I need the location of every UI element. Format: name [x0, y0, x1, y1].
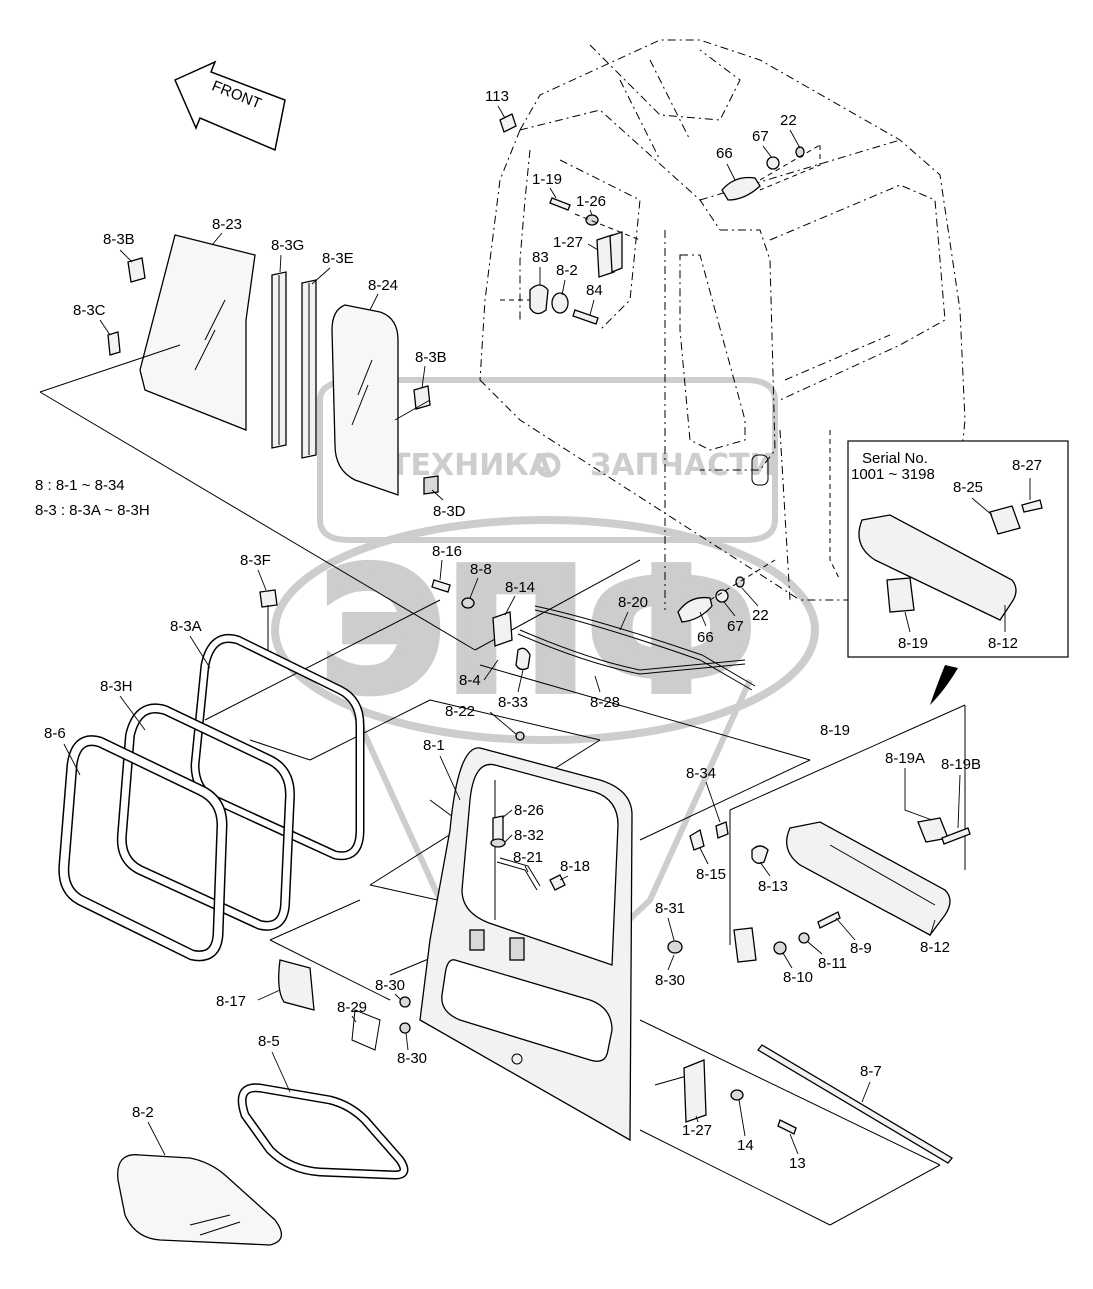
- callout-8-22: 8-22: [445, 703, 475, 720]
- assembly-lines: [39, 344, 966, 1226]
- callout-8-10: 8-10: [783, 969, 813, 986]
- callout-8-30a: 8-30: [655, 972, 685, 989]
- callout-13: 13: [789, 1155, 806, 1172]
- serial-inset: Serial No. 1001 ~ 3198 8-27 8-25 8-19 8-…: [847, 440, 1069, 705]
- gear-icon: [535, 452, 561, 478]
- callout-8-24: 8-24: [368, 277, 398, 294]
- callout-8-15: 8-15: [696, 866, 726, 883]
- callout-8-5: 8-5: [258, 1033, 280, 1050]
- callout-8-18: 8-18: [560, 858, 590, 875]
- callout-8-7: 8-7: [860, 1063, 882, 1080]
- note-line1: 8 : 8-1 ~ 8-34: [35, 477, 125, 494]
- seal-8-3g: [271, 271, 287, 449]
- callout-8-11: 8-11: [818, 955, 847, 972]
- seal-8-3a: [190, 634, 365, 861]
- inset-title-line1: Serial No.: [862, 450, 928, 467]
- callout-1-26: 1-26: [576, 193, 606, 210]
- watermark: ТЕХНИКА ЗАПЧАСТИ ЭПФ: [271, 377, 819, 1005]
- inset-callout-8-25: 8-25: [953, 479, 983, 496]
- callout-8-14: 8-14: [505, 579, 535, 596]
- callout-113: 113: [485, 88, 509, 105]
- callout-8-19b: 8-19B: [941, 756, 981, 773]
- callout-8-20: 8-20: [618, 594, 648, 611]
- callout-8-31: 8-31: [655, 900, 685, 917]
- lever-assembly: [733, 817, 971, 963]
- callout-8-3c: 8-3C: [73, 302, 106, 319]
- callout-8-3f: 8-3F: [240, 552, 271, 569]
- callout-8-33: 8-33: [498, 694, 528, 711]
- callout-8-9: 8-9: [850, 940, 872, 957]
- callout-8-17: 8-17: [216, 993, 246, 1010]
- inset-callout-8-19: 8-19: [898, 635, 928, 652]
- inset-callout-8-27: 8-27: [1012, 457, 1042, 474]
- callout-labels: 113 22 67 66 1-19 1-26 1-27 83 8-2 84 8-…: [44, 88, 981, 1172]
- callout-8-34: 8-34: [686, 765, 716, 782]
- callout-8-28: 8-28: [590, 694, 620, 711]
- glass-8-2: [117, 1154, 282, 1246]
- callout-67b: 67: [727, 618, 744, 635]
- glass-8-23: [107, 234, 256, 431]
- cover-parts: [278, 959, 411, 1051]
- callout-82: 8-2: [556, 262, 578, 279]
- callout-66a: 66: [716, 145, 733, 162]
- lower-hinge: [683, 1059, 797, 1135]
- callout-8-16: 8-16: [432, 543, 462, 560]
- roof-hardware: [499, 113, 821, 623]
- glass-8-24: [331, 304, 439, 496]
- striker-parts: [667, 821, 729, 954]
- callout-8-23: 8-23: [212, 216, 242, 233]
- seal-8-3h: [116, 703, 296, 931]
- seal-8-6: [58, 735, 228, 962]
- door-panel-8-1: [419, 747, 633, 1142]
- callout-8-19a: 8-19A: [885, 750, 925, 767]
- callout-8-32: 8-32: [514, 827, 544, 844]
- notes: 8 : 8-1 ~ 8-34 8-3 : 8-3A ~ 8-3H: [35, 477, 150, 519]
- callout-8-8: 8-8: [470, 561, 492, 578]
- callout-8-1: 8-1: [423, 737, 445, 754]
- callout-8-6: 8-6: [44, 725, 66, 742]
- callout-83: 83: [532, 249, 549, 266]
- callout-22a: 22: [780, 112, 797, 129]
- callout-14: 14: [737, 1137, 754, 1154]
- callout-66b: 66: [697, 629, 714, 646]
- bar-8-7: [757, 1044, 953, 1164]
- callout-8-30c: 8-30: [397, 1050, 427, 1067]
- callout-84: 84: [586, 282, 603, 299]
- seal-8-3e: [301, 279, 317, 459]
- watermark-text-right: ЗАПЧАСТИ: [590, 448, 775, 483]
- callout-67a: 67: [752, 128, 769, 145]
- callout-22b: 22: [752, 607, 769, 624]
- door-handle-parts: [490, 731, 566, 891]
- inset-title-line2: 1001 ~ 3198: [851, 466, 935, 483]
- callout-8-3b-2: 8-3B: [415, 349, 447, 366]
- callout-8-3e: 8-3E: [322, 250, 354, 267]
- front-arrow: FRONT: [174, 60, 286, 152]
- callout-8-13: 8-13: [758, 878, 788, 895]
- callout-8-29: 8-29: [337, 999, 367, 1016]
- seal-8-5: [237, 1083, 409, 1180]
- callout-8-3g: 8-3G: [271, 237, 304, 254]
- callout-1-27a: 1-27: [553, 234, 583, 251]
- callout-8-26: 8-26: [514, 802, 544, 819]
- inset-callout-8-12: 8-12: [988, 635, 1018, 652]
- callout-8-3a: 8-3A: [170, 618, 202, 635]
- watermark-text-left: ТЕХНИКА: [390, 448, 553, 483]
- watermark-logo: ЭПФ: [320, 533, 756, 731]
- upper-hinge-assembly: [500, 197, 641, 325]
- small-parts-upper-left: [259, 579, 475, 660]
- callout-8-3h: 8-3H: [100, 678, 133, 695]
- callout-8-19: 8-19: [820, 722, 850, 739]
- callout-8-4: 8-4: [459, 672, 481, 689]
- callout-8-12: 8-12: [920, 939, 950, 956]
- callout-1-27b: 1-27: [682, 1122, 712, 1139]
- callout-8-30b: 8-30: [375, 977, 405, 994]
- callout-8-3b-1: 8-3B: [103, 231, 135, 248]
- callout-8-3d: 8-3D: [433, 503, 466, 520]
- callout-1-19: 1-19: [532, 171, 562, 188]
- note-line2: 8-3 : 8-3A ~ 8-3H: [35, 502, 150, 519]
- door-lock-assembly: [492, 605, 756, 691]
- callout-8-2: 8-2: [132, 1104, 154, 1121]
- callout-8-21: 8-21: [513, 849, 543, 866]
